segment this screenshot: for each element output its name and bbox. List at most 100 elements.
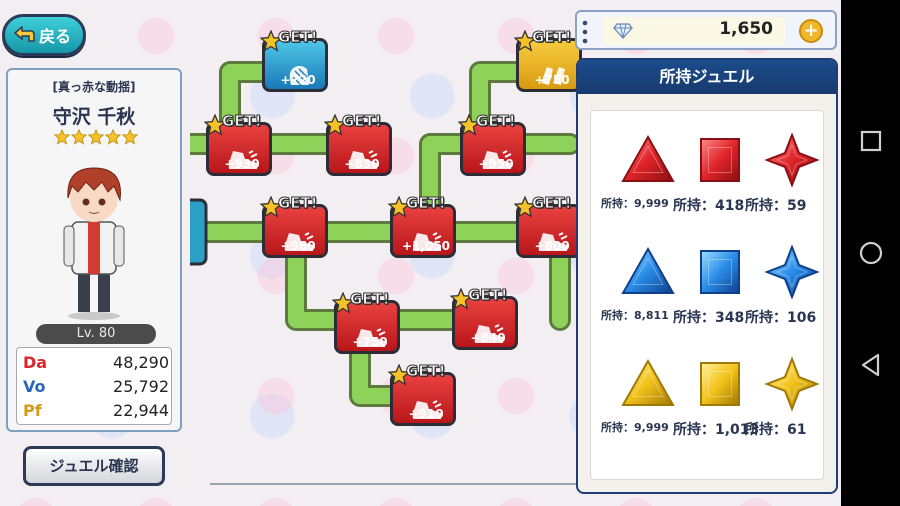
get-star-icon	[388, 364, 410, 386]
character-avatar	[63, 167, 125, 320]
level-badge: Lv. 80	[36, 324, 156, 344]
home-icon[interactable]	[858, 240, 884, 266]
shoe-icon	[357, 328, 386, 347]
red-star-jewel-icon	[764, 132, 820, 188]
shoe-icon	[413, 400, 442, 419]
character-name: 守沢 千秋	[52, 106, 136, 128]
rarity-star-icon	[88, 129, 104, 145]
map-node[interactable]: +840 GET!	[450, 286, 522, 350]
shoe-icon	[483, 150, 512, 169]
node-get-label: GET!	[406, 194, 447, 213]
map-node[interactable]: +910 GET!	[388, 362, 460, 426]
node-amount: +1,050	[401, 239, 450, 253]
jewel-count-label: 所持：9,999	[601, 421, 669, 434]
map-node[interactable]: +960 GET!	[260, 194, 332, 258]
back-arrow-icon	[13, 26, 35, 42]
stat-value: 22,944	[113, 400, 169, 420]
get-star-icon	[332, 292, 354, 314]
node-get-label: GET!	[468, 286, 509, 305]
map-node[interactable]: +720 GET!	[260, 28, 332, 92]
get-star-icon	[514, 196, 536, 218]
node-amount: +830	[344, 157, 380, 171]
get-star-icon	[450, 288, 472, 310]
map-node[interactable]: +750 GET!	[514, 28, 586, 92]
jewel-count-label: 所持：61	[745, 422, 807, 438]
blue-square-jewel-icon	[700, 250, 740, 294]
card-title: [真っ赤な動揺]	[52, 80, 136, 94]
hand-icon	[289, 65, 309, 86]
jewel-count-label: 所持：106	[745, 310, 817, 326]
map-node[interactable]: +750 GET!	[332, 290, 404, 354]
node-amount: +950	[478, 157, 514, 171]
blue-triangle-jewel-icon	[621, 246, 675, 294]
android-nav-bar	[841, 0, 900, 506]
clap-icon	[541, 67, 565, 85]
jewel-count-label: 所持：348	[673, 310, 745, 326]
node-amount: +910	[408, 407, 444, 421]
stat-value: 48,290	[113, 352, 169, 372]
shoe-icon	[539, 232, 568, 251]
stat-key: Da	[23, 352, 48, 372]
jewel-count-label: 所持：59	[745, 198, 807, 214]
node-tile: +910	[390, 372, 456, 426]
add-currency-button[interactable]: +	[799, 19, 823, 43]
node-get-label: GET!	[532, 28, 573, 47]
jewel-panel-title: 所持ジュエル	[578, 60, 836, 94]
node-tile: +960	[262, 204, 328, 258]
map-node[interactable]: +950 GET!	[458, 112, 530, 176]
map-paths	[190, 61, 580, 485]
get-star-icon	[204, 114, 226, 136]
rarity-star-icon	[71, 129, 87, 145]
yellow-triangle-jewel-icon	[621, 358, 675, 406]
node-amount: +750	[352, 335, 388, 349]
node-get-label: GET!	[406, 362, 447, 381]
jewel-count-label: 所持：9,999	[601, 197, 669, 210]
shoe-icon	[413, 232, 442, 251]
get-star-icon	[260, 30, 282, 52]
offscreen-node	[190, 198, 208, 266]
shoe-icon	[229, 150, 258, 169]
node-amount: +840	[470, 331, 506, 345]
node-get-label: GET!	[278, 194, 319, 213]
diamond-icon	[613, 23, 633, 39]
node-tile: +830	[326, 122, 392, 176]
rarity-star-icon	[54, 129, 70, 145]
stat-key: Vo	[23, 376, 46, 396]
get-star-icon	[388, 196, 410, 218]
node-get-label: GET!	[350, 290, 391, 309]
red-square-jewel-icon	[700, 138, 740, 182]
stat-row: Pf 22,944	[23, 399, 169, 421]
get-star-icon	[260, 196, 282, 218]
node-amount: +960	[280, 239, 316, 253]
rarity-star-icon	[122, 129, 138, 145]
red-triangle-jewel-icon	[621, 134, 675, 182]
jewel-count-label: 所持：418	[673, 198, 745, 214]
currency-bar: 1,650 +	[575, 10, 837, 50]
node-amount: +720	[280, 73, 316, 87]
node-get-label: GET!	[278, 28, 319, 47]
back-nav-icon[interactable]	[858, 352, 884, 378]
get-star-icon	[458, 114, 480, 136]
node-get-label: GET!	[476, 112, 517, 131]
back-button[interactable]: 戻る	[2, 14, 86, 56]
map-node[interactable]: +1,050 GET!	[388, 194, 460, 258]
jewel-check-button[interactable]: ジュエル確認	[23, 446, 165, 486]
rarity-star-icon	[105, 129, 121, 145]
jewel-count-label: 所持：1,013	[673, 422, 760, 438]
stat-row: Da 48,290	[23, 351, 169, 373]
node-amount: +750	[534, 73, 570, 87]
recents-icon[interactable]	[858, 128, 884, 154]
stat-key: Pf	[23, 400, 42, 420]
handle-dots-icon	[582, 20, 588, 44]
yellow-star-jewel-icon	[764, 356, 820, 412]
node-amount: +930	[224, 157, 260, 171]
rarity-stars	[54, 129, 138, 145]
